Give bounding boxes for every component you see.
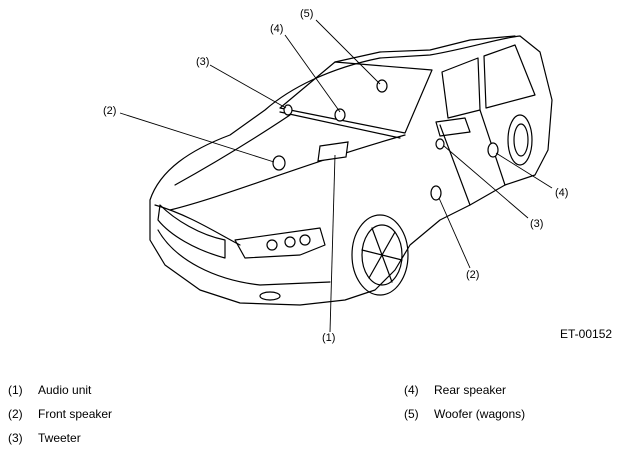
front-speaker-left [272,155,286,171]
woofer-speaker [376,79,388,93]
hood-crease [169,134,406,211]
side-mirror [435,117,471,137]
callout-2-bottom: (2) [466,269,479,281]
hood-line [174,114,291,186]
legend-item-2: (2) Front speaker [8,402,112,426]
grille [157,204,226,259]
legend-item-4: (4) Rear speaker [404,378,525,402]
legend-num: (3) [8,431,23,445]
legend-item-5: (5) Woofer (wagons) [404,402,525,426]
wiper [279,111,401,139]
legend-num: (2) [8,407,23,421]
figure-id: ET-00152 [560,327,613,341]
rear-wheel [507,114,533,166]
roof-line [334,35,516,63]
car-speaker-diagram: (5) (4) (3) (2) (4) (3) (2) (1) [103,8,568,344]
callout-4-right: (4) [555,187,568,199]
rear-speaker-right [487,142,499,158]
legend-num: (5) [404,407,419,421]
legend-label: Audio unit [38,383,92,397]
legend-num: (4) [404,383,419,397]
legend-left: (1) Audio unit (2) Front speaker (3) Twe… [8,378,112,450]
front-speaker-right [430,185,442,201]
callout-3-right: (3) [530,218,543,230]
legend-item-3: (3) Tweeter [8,426,112,450]
rear-speaker-dash [334,108,346,122]
callout-2-left: (2) [103,105,116,117]
legend-num: (1) [8,383,23,397]
hood-front-edge [154,204,241,246]
legend-right: (4) Rear speaker (5) Woofer (wagons) [404,378,525,426]
front-wheel [351,214,409,296]
callout-1-bottom: (1) [322,332,335,344]
legend-label: Front speaker [38,407,113,421]
side-window-front [441,57,481,119]
callout-3-top: (3) [196,56,209,68]
legend-label: Rear speaker [434,383,507,397]
tweeter-right [435,138,445,150]
headlight [234,227,326,259]
windshield [279,61,433,134]
legend-item-1: (1) Audio unit [8,378,112,402]
tweeter-left [283,104,293,116]
front-bumper [157,229,331,286]
audio-unit [317,141,349,162]
car-body-outline [149,35,553,306]
callout-5-top: (5) [300,8,313,20]
legend-label: Woofer (wagons) [434,407,526,421]
side-window-rear [483,44,536,109]
legend-label: Tweeter [38,431,81,445]
callout-4-top: (4) [270,23,283,35]
